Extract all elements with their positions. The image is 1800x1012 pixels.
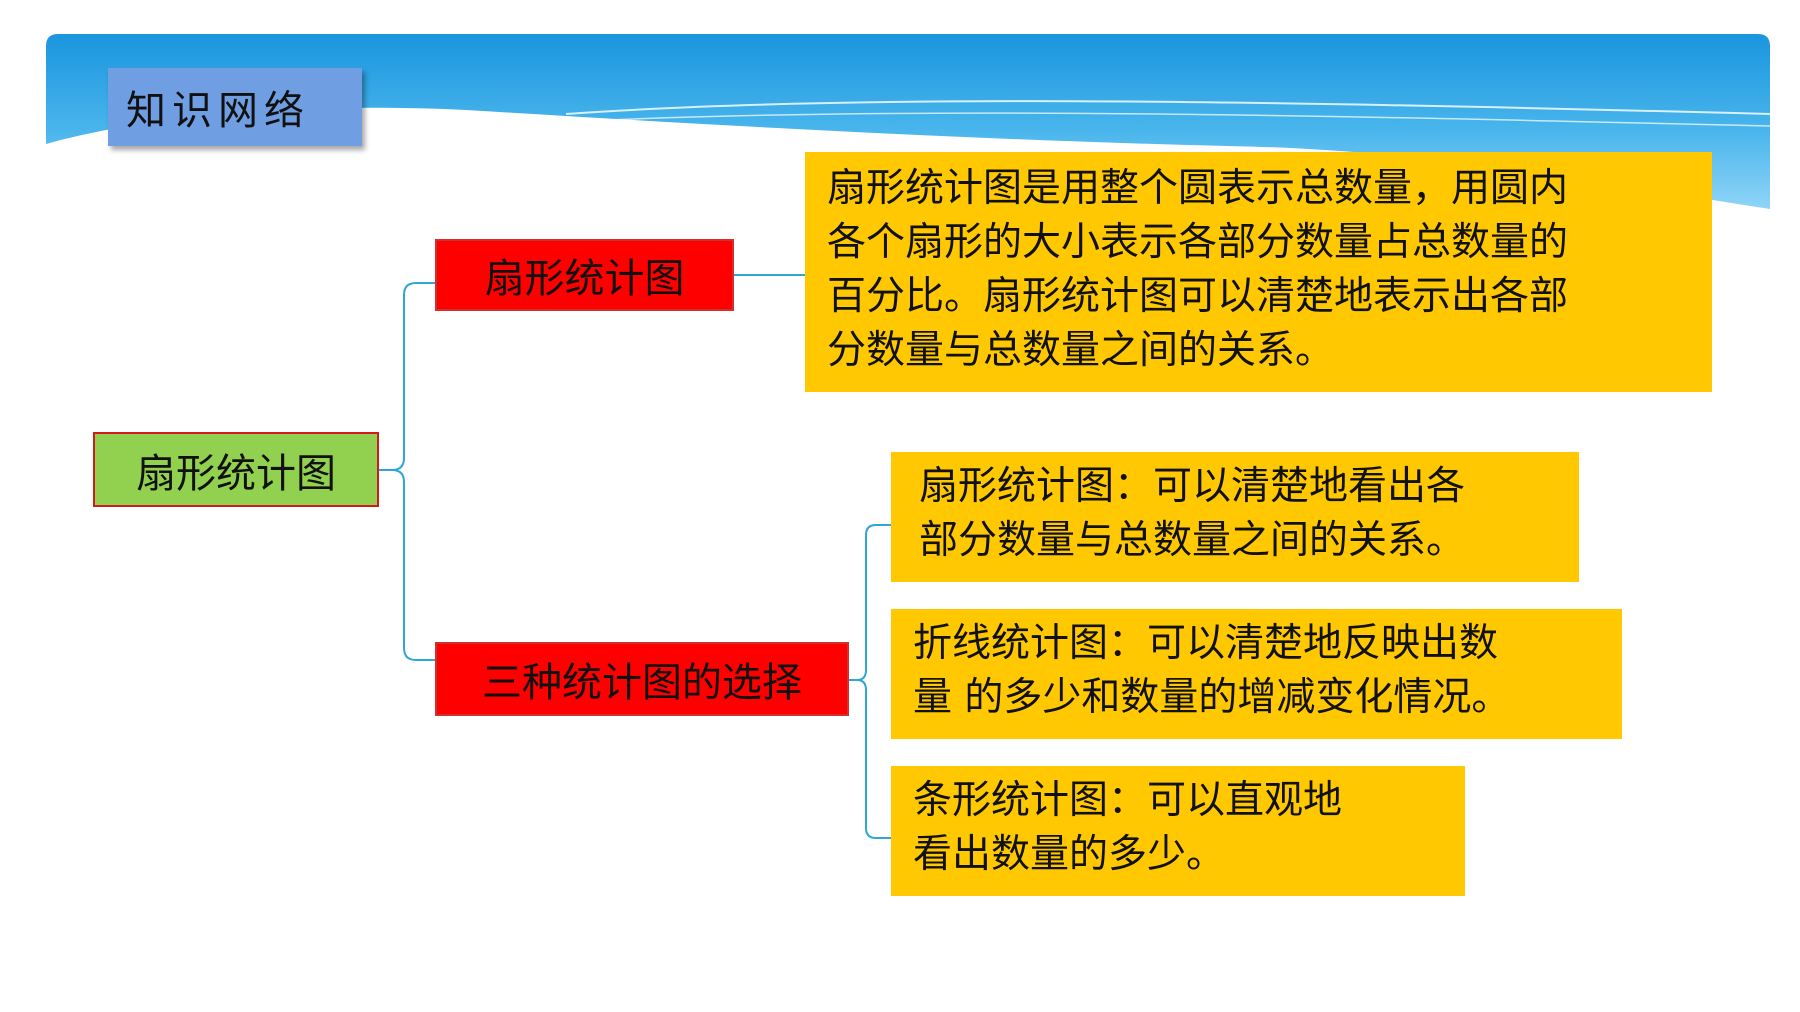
- line-chart-note-line: 量 的多少和数量的增减变化情况。: [913, 675, 1511, 720]
- root-node: 扇形统计图: [93, 432, 379, 507]
- slide-title: 知识网络: [108, 68, 362, 146]
- pie-chart-note-line: 部分数量与总数量之间的关系。: [919, 518, 1466, 563]
- root-to-branches-bracket: [379, 282, 435, 661]
- pie-chart-note: 扇形统计图：可以清楚地看出各 部分数量与总数量之间的关系。: [891, 452, 1579, 582]
- bar-chart-note-line: 条形统计图：可以直观地: [913, 778, 1343, 823]
- bar-chart-note-line: 看出数量的多少。: [913, 832, 1226, 877]
- header-wave-banner: [46, 34, 1770, 209]
- choice-to-notes-bracket: [849, 524, 891, 839]
- line-chart-note-line: 折线统计图：可以清楚地反映出数: [913, 621, 1499, 666]
- line-chart-note: 折线统计图：可以清楚地反映出数 量 的多少和数量的增减变化情况。: [891, 609, 1622, 739]
- bar-chart-note: 条形统计图：可以直观地 看出数量的多少。: [891, 766, 1465, 896]
- definition-line: 各个扇形的大小表示各部分数量占总数量的: [827, 220, 1569, 265]
- definition-line: 扇形统计图是用整个圆表示总数量，用圆内: [827, 166, 1569, 211]
- branch-node-pie-chart: 扇形统计图: [435, 239, 734, 311]
- pie-chart-note-line: 扇形统计图：可以清楚地看出各: [919, 464, 1466, 509]
- branch-node-chart-choice: 三种统计图的选择: [435, 642, 849, 716]
- definition-note: 扇形统计图是用整个圆表示总数量，用圆内 各个扇形的大小表示各部分数量占总数量的 …: [805, 152, 1712, 392]
- definition-line: 分数量与总数量之间的关系。: [827, 328, 1335, 373]
- definition-line: 百分比。扇形统计图可以清楚地表示出各部: [827, 274, 1569, 319]
